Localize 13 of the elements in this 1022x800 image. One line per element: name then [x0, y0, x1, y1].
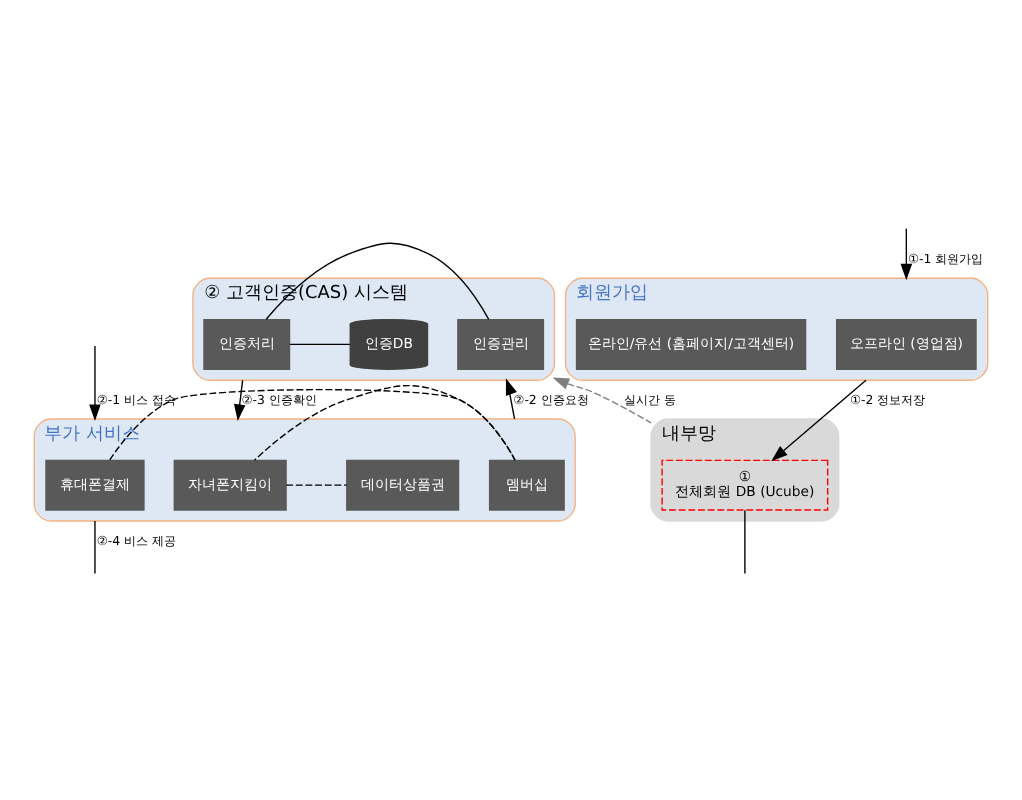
connector: [94, 519, 96, 574]
arrow: [771, 378, 867, 461]
connector: [289, 342, 351, 345]
arrow: [233, 378, 246, 420]
connector: [253, 384, 516, 460]
arrow: [552, 376, 652, 423]
connector: [109, 387, 516, 460]
connector: [285, 483, 348, 485]
connector: [744, 508, 746, 574]
arrow: [505, 377, 517, 419]
arrow: [89, 344, 101, 421]
connector: [265, 241, 490, 320]
arrow: [900, 226, 913, 280]
